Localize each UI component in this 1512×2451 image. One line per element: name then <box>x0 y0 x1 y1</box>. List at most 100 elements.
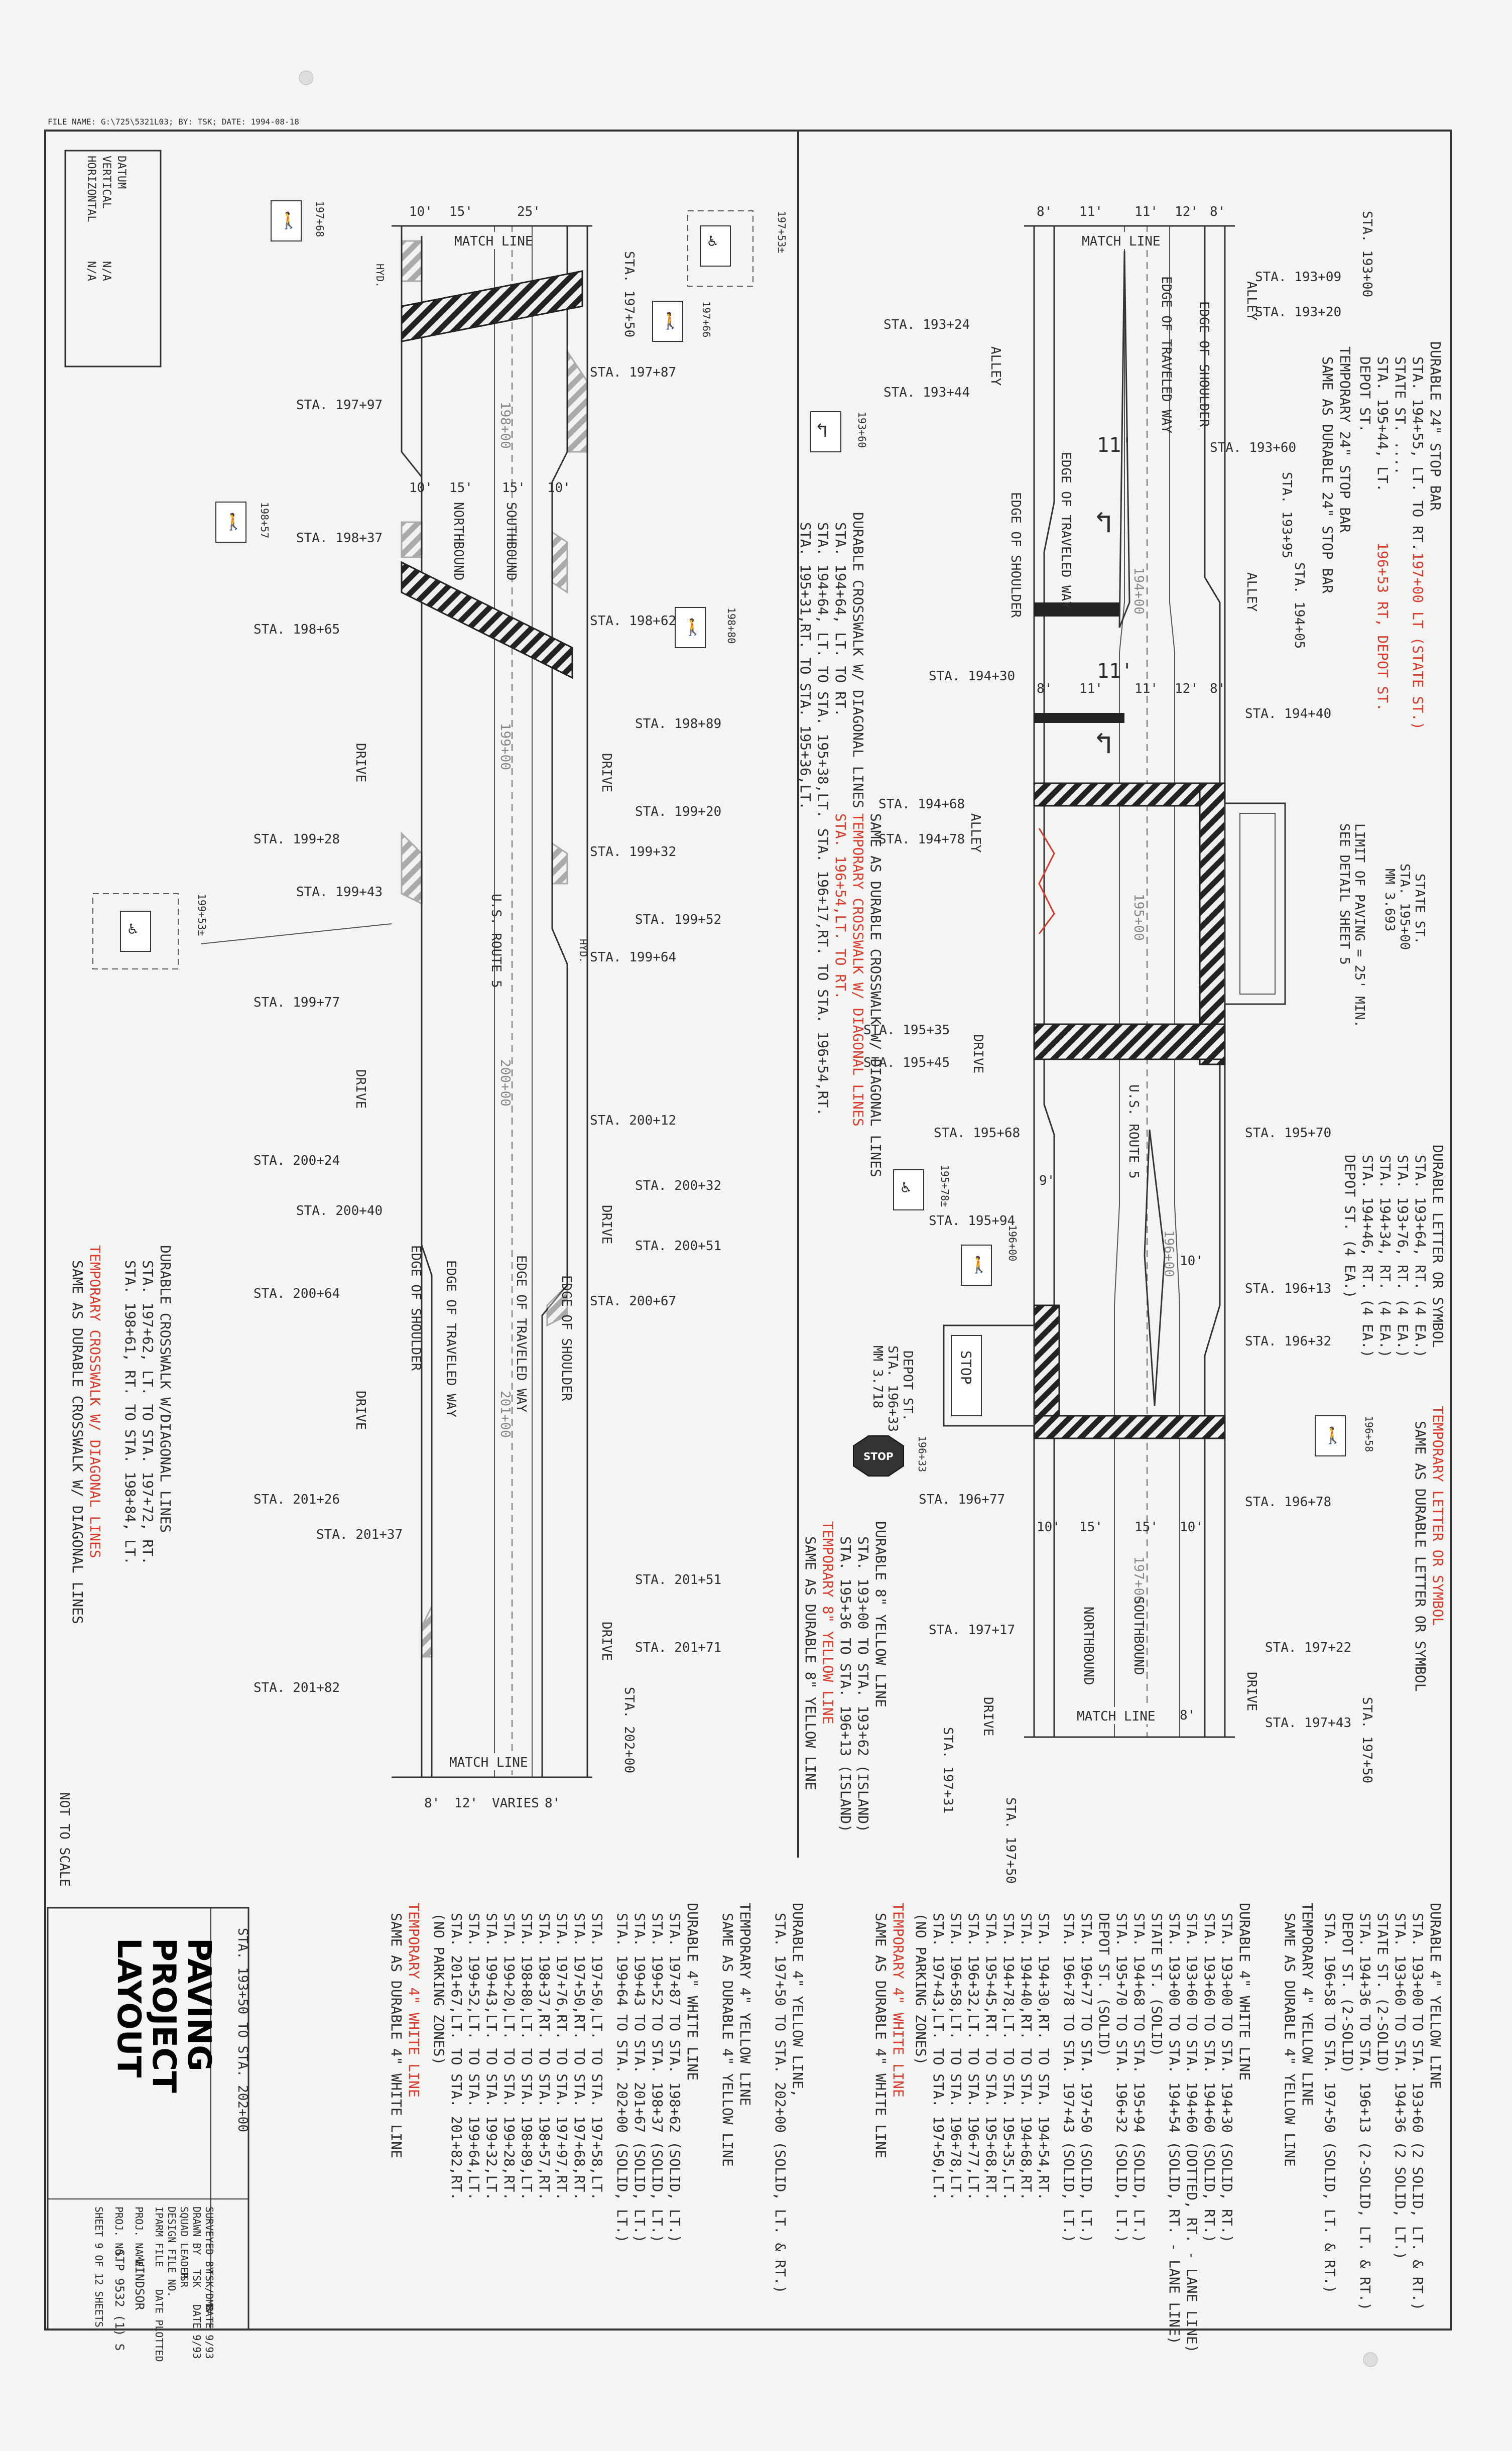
svg-text:10': 10' <box>1037 1520 1060 1535</box>
crosswalk-sign-icon <box>215 502 246 543</box>
crosswalk <box>401 270 583 342</box>
svg-text:(NO PARKING ZONES): (NO PARKING ZONES) <box>431 1913 447 2065</box>
svg-text:STA. 193+60 TO STA. 194+60 (: STA. 193+60 TO STA. 194+60 (DOTTED, RT. … <box>1184 1913 1200 2353</box>
match-line-label: MATCH LINE <box>1082 234 1161 249</box>
svg-text:↰: ↰ <box>1094 725 1112 761</box>
svg-text:SAME AS DURABLE LETTER OR SYMB: SAME AS DURABLE LETTER OR SYMBOL <box>1412 1421 1429 1691</box>
svg-text:STA. 196+77 TO STA. 197+50 (: STA. 196+77 TO STA. 197+50 (SOLID, LT.) <box>1078 1913 1095 2243</box>
station-label: STA. 197+22 <box>1265 1640 1351 1655</box>
crosswalk-sign-icon <box>961 1245 992 1286</box>
svg-text:STA. 195+36 TO STA. 196+13 (I: STA. 195+36 TO STA. 196+13 (ISLAND) <box>837 1536 854 1832</box>
svg-text:STOP: STOP <box>958 1351 974 1384</box>
lower-crosswalk-note: DURABLE CROSSWALK W/DIAGONAL LINES STA. … <box>69 1245 174 1624</box>
svg-text:VARIES: VARIES <box>492 1796 539 1811</box>
upper-signs: ↰ 193+60 ♿ 195+78± 🚶 196+00 STOP 196+33 … <box>810 411 1375 1477</box>
svg-text:🚶: 🚶 <box>1323 1426 1343 1445</box>
svg-text:LIMIT OF PAVING = 25' MIN.: LIMIT OF PAVING = 25' MIN. <box>1352 823 1367 1028</box>
svg-text:MM 3.693: MM 3.693 <box>1382 869 1397 931</box>
svg-text:STA. 199+43 TO STA. 201+67 (: STA. 199+43 TO STA. 201+67 (SOLID, LT.) <box>632 1913 648 2243</box>
svg-text:STA. 199+52 TO STA. 198+37 (: STA. 199+52 TO STA. 198+37 (SOLID, LT.) <box>649 1913 666 2243</box>
station-label: STA. 197+50 <box>1359 1697 1374 1783</box>
svg-text:SQUAD LEADER: SQUAD LEADER <box>178 2207 190 2279</box>
station-label: STA. 193+95 <box>1279 472 1294 558</box>
svg-text:IPARM FILE: IPARM FILE <box>153 2207 165 2267</box>
station-label: STA. 198+37 <box>296 531 383 546</box>
lower-stations-left: STA. 197+97 STA. 198+37 STA. 198+65 STA.… <box>254 398 403 1695</box>
svg-text:STA. 198+37,RT. TO STA. 198+57: STA. 198+37,RT. TO STA. 198+57,RT. <box>536 1913 553 2200</box>
station-label: STA. 198+65 <box>254 622 340 637</box>
svg-text:9': 9' <box>1039 1173 1055 1188</box>
svg-text:HORIZONTAL: HORIZONTAL <box>85 156 97 222</box>
svg-text:STA. 199+52,LT. TO STA. 199+64: STA. 199+52,LT. TO STA. 199+64,LT. <box>466 1913 482 2200</box>
road-label: EDGE OF SHOULDER <box>559 1275 574 1401</box>
svg-text:TEMPORARY 4" WHITE LINE: TEMPORARY 4" WHITE LINE <box>890 1903 907 2098</box>
svg-text:STA. 193+76, RT. (4 EA.): STA. 193+76, RT. (4 EA.) <box>1395 1155 1411 1358</box>
svg-text:↰: ↰ <box>816 419 828 442</box>
svg-text:DEPOT ST.: DEPOT ST. <box>900 1351 915 1421</box>
station-label: STA. 195+35 <box>863 1023 950 1038</box>
station-label: STA. 197+50 <box>1003 1797 1018 1884</box>
station-label: STA. 196+32 <box>1245 1334 1331 1349</box>
title-line: LAYOUT <box>110 1938 147 2078</box>
svg-text:198+80: 198+80 <box>725 607 737 644</box>
svg-text:🚶: 🚶 <box>969 1255 989 1274</box>
road-label: ALLEY <box>988 346 1003 386</box>
file-name-line: FILE NAME: G:\725\5321L03; BY: TSK; DATE… <box>48 117 299 127</box>
svg-text:(NO PARKING ZONES): (NO PARKING ZONES) <box>913 1913 929 2065</box>
upper-plan: MATCH LINE MATCH LINE STOP ↰ ↰ 11' 11' <box>943 225 1286 1738</box>
svg-text:STA. 194+64, LT. TO RT.: STA. 194+64, LT. TO RT. <box>832 522 849 717</box>
street-info: STATE ST. STA. 195+00 MM 3.693 LIMIT OF … <box>870 823 1427 1432</box>
svg-text:STA. 197+43,LT. TO STA. 197+50: STA. 197+43,LT. TO STA. 197+50,LT. <box>930 1913 947 2200</box>
svg-text:STA. 193+60 TO STA. 194+36 (: STA. 193+60 TO STA. 194+36 (2 SOLID, LT.… <box>1392 1913 1409 2260</box>
upper-stations-left: STA. 193+24 STA. 193+44 STA. 194+30 STA.… <box>863 317 1020 1884</box>
station-label: STA. 195+94 <box>929 1213 1015 1229</box>
upper-stations-right: STA. 193+09 STA. 193+20 STA. 193+60 STA.… <box>1210 211 1374 1783</box>
road-label: EDGE OF SHOULDER <box>408 1245 423 1371</box>
svg-text:196+00: 196+00 <box>1161 1230 1176 1277</box>
svg-text:197+68: 197+68 <box>314 201 326 237</box>
upper-notes: DURABLE 24" STOP BAR STA. 194+55, LT. TO… <box>797 341 1446 1832</box>
svg-text:VERTICAL: VERTICAL <box>100 156 112 209</box>
svg-text:8': 8' <box>1037 204 1052 219</box>
svg-text:STA. 197+62, LT. TO STA. 197+7: STA. 197+62, LT. TO STA. 197+72, RT. <box>140 1260 156 1565</box>
svg-text:11': 11' <box>1079 681 1103 696</box>
crosswalk-sign-icon <box>652 301 683 342</box>
road-label: DRIVE <box>1244 1672 1259 1711</box>
svg-text:12': 12' <box>454 1796 478 1811</box>
svg-text:STA. 196+78 TO STA. 197+43 (: STA. 196+78 TO STA. 197+43 (SOLID, LT.) <box>1061 1913 1077 2243</box>
upper-dimensions: 8' 11' 11' 12' 8' 8' 11' 11' 12' 8' 9' 1… <box>1037 204 1225 1723</box>
svg-text:SAME AS DURABLE 4" YELLOW LINE: SAME AS DURABLE 4" YELLOW LINE <box>719 1913 736 2167</box>
crosswalk <box>1199 782 1226 1065</box>
svg-text:TEMPORARY 4" WHITE LINE: TEMPORARY 4" WHITE LINE <box>406 1903 422 2098</box>
svg-text:10': 10' <box>547 480 571 496</box>
crosswalk <box>1033 782 1226 807</box>
station-label: STA. 197+17 <box>929 1623 1015 1638</box>
svg-text:STA. 196+58 TO STA. 197+50 (: STA. 196+58 TO STA. 197+50 (SOLID, LT. &… <box>1322 1913 1338 2294</box>
station-label: STA. 201+71 <box>635 1640 721 1655</box>
hydrant-label: HYD. <box>374 264 386 288</box>
svg-text:STA. 198+80,LT. TO STA. 198+89: STA. 198+80,LT. TO STA. 198+89,LT. <box>519 1913 535 2200</box>
svg-text:TEMPORARY LETTER OR SYMBOL: TEMPORARY LETTER OR SYMBOL <box>1430 1406 1446 1626</box>
lower-stations-right: STA. 197+87 STA. 198+62 STA. 198+89 STA.… <box>590 251 721 1773</box>
svg-text:197+66: 197+66 <box>700 301 712 337</box>
svg-text:STATE ST. (: STATE ST. (2-SOLID) <box>1374 1913 1391 2073</box>
svg-text:TEMPORARY 4" YELLOW LINE: TEMPORARY 4" YELLOW LINE <box>737 1903 753 2106</box>
svg-text:11': 11' <box>1097 434 1133 457</box>
svg-text:196+53 RT, DEPOT ST.: 196+53 RT, DEPOT ST. <box>1374 542 1391 711</box>
crosswalk-sign-icon <box>271 200 302 241</box>
svg-text:15': 15' <box>449 480 473 496</box>
svg-text:198+57: 198+57 <box>259 502 271 538</box>
road-label: EDGE OF TRAVELED WAY <box>514 1255 529 1412</box>
svg-text:DRAWN BY: DRAWN BY <box>191 2207 203 2255</box>
not-to-scale-label: NOT TO SCALE <box>57 1792 72 1887</box>
road-label: DRIVE <box>599 753 614 792</box>
station-label: STA. 199+20 <box>635 804 721 819</box>
svg-text:STA. 196+32,LT. TO STA. 196+77: STA. 196+32,LT. TO STA. 196+77,LT. <box>965 1913 982 2200</box>
svg-text:WINDSOR: WINDSOR <box>133 2259 147 2310</box>
svg-text:DURABLE 24" STOP BAR: DURABLE 24" STOP BAR <box>1427 341 1444 511</box>
svg-text:TEMPORARY CROSSWALK W/ DIAGONA: TEMPORARY CROSSWALK W/ DIAGONAL LINES <box>850 813 866 1127</box>
svg-text:197+00: 197+00 <box>1131 1556 1146 1604</box>
svg-text:STA. 196+33: STA. 196+33 <box>885 1345 900 1432</box>
road-label: DRIVE <box>353 743 368 782</box>
